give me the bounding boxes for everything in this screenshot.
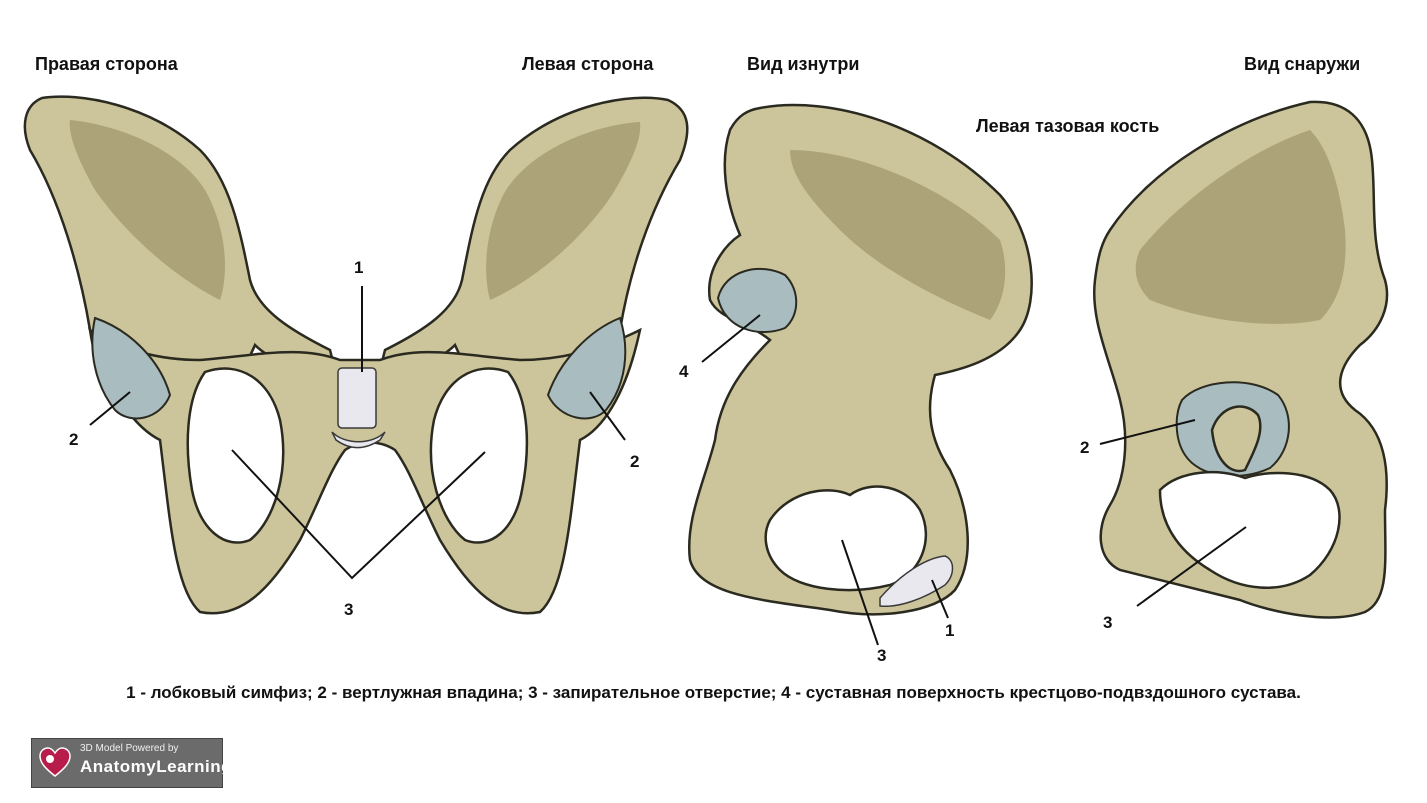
obturator-foramen-left: [429, 367, 529, 544]
outer-gluteal-surface: [1135, 130, 1346, 324]
heading-right-side: Правая сторона: [35, 54, 178, 74]
outer-obturator-foramen: [1158, 470, 1341, 589]
leader-inner-4: [701, 314, 761, 363]
heart-logo-icon: [39, 747, 71, 777]
leader-pelvis-3: [231, 449, 486, 580]
leader-inner-1: [931, 579, 949, 619]
obturator-foramen-right: [186, 367, 285, 544]
label-pelvis-3: 3: [344, 600, 354, 619]
pubic-symphysis: [337, 367, 377, 429]
inner-obturator-foramen: [764, 485, 928, 592]
logo-powered-by: 3D Model Powered by: [80, 743, 179, 754]
right-ilium-fossa: [69, 120, 225, 300]
hip-bone-outer-view: [1093, 100, 1389, 619]
inner-symphyseal-surface: [879, 555, 954, 607]
label-pelvis-2-left: 2: [630, 452, 640, 471]
label-pelvis-2-right: 2: [69, 430, 79, 449]
label-inner-1: 1: [945, 621, 955, 640]
pelvis-front-view: [23, 95, 689, 615]
heading-outside-view: Вид снаружи: [1244, 54, 1361, 74]
leader-inner-3: [841, 539, 879, 646]
legend-caption: 1 - лобковый симфиз; 2 - вертлужная впад…: [126, 683, 1301, 702]
heading-inside-view: Вид изнутри: [747, 54, 860, 74]
auricular-surface: [716, 267, 798, 333]
leader-outer-2: [1099, 419, 1196, 445]
logo-site-name: AnatomyLearning.com: [80, 757, 274, 776]
leader-outer-3: [1136, 526, 1247, 607]
label-inner-3: 3: [877, 646, 887, 665]
label-pelvis-1: 1: [354, 258, 364, 277]
label-outer-2: 2: [1080, 438, 1090, 457]
hip-bone-inner-view: [688, 103, 1033, 646]
leader-pelvis-2-left: [589, 391, 626, 441]
leader-pelvis-2-right: [89, 391, 131, 426]
left-ilium-fossa: [486, 122, 641, 300]
label-outer-3: 3: [1103, 613, 1113, 632]
heading-bone-title: Левая тазовая кость: [976, 116, 1160, 136]
label-inner-4: 4: [679, 362, 689, 381]
acetabular-notch-ridge: [1210, 405, 1262, 473]
acetabulum-left: [546, 316, 627, 420]
acetabulum-right: [91, 316, 172, 420]
symphysis-lower: [331, 431, 386, 449]
inner-iliac-fossa: [790, 150, 1006, 320]
heading-left-side: Левая сторона: [522, 54, 654, 74]
anatomylearning-logo: 3D Model Powered by AnatomyLearning.com: [31, 738, 273, 788]
